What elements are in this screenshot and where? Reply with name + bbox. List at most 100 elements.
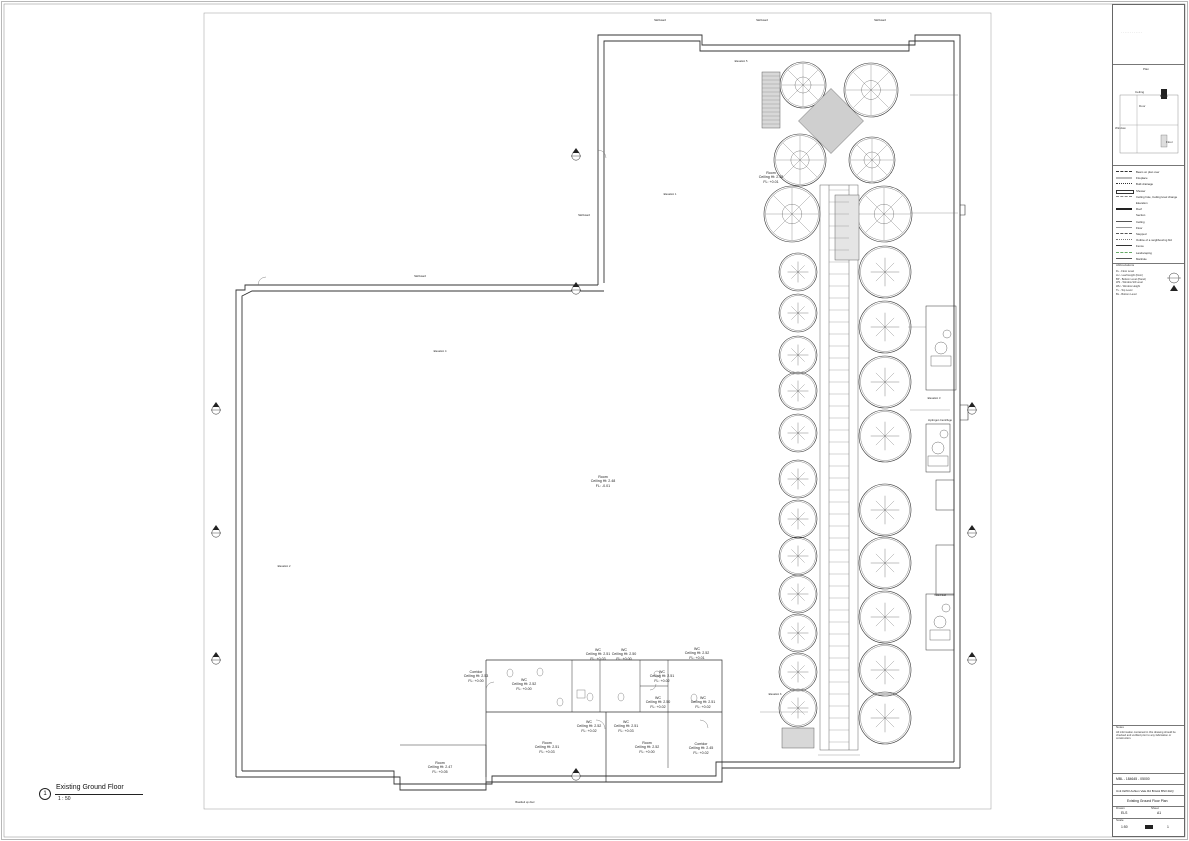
tank-icon [858, 691, 912, 745]
annotation-skirtboard-mid: Skirtboard [578, 214, 590, 217]
legend-label: Shower [1136, 188, 1146, 193]
annotation-skirtboard-west: Skirtboard [414, 275, 426, 278]
view-scale: 1 : 50 [58, 796, 71, 802]
tank-icon [858, 245, 912, 299]
door-swings [257, 149, 709, 730]
annotation-centrifuge: Hydrogen Centrifuge [928, 419, 952, 422]
abbreviations-title: Abbreviations [1116, 263, 1135, 267]
key-label-floor: Floor [1166, 140, 1173, 144]
key-label-ceiling: Ceiling [1135, 90, 1145, 94]
building-walls [235, 34, 969, 791]
view-number: 1 [39, 788, 51, 800]
room-label: WC Ceiling Ht: 2.52 FL: +0.02 [576, 720, 602, 733]
abbreviation-item: FL - Floor Level [1116, 270, 1135, 273]
room-label: Room Ceiling Ht: 2.38 FL: +0.01 [758, 171, 784, 184]
project-address: Unit 02/03 Ashton Vale Rd Bristol BS3 2H… [1116, 789, 1174, 793]
legend-item: Ceiling hole, Ceiling level change [1116, 195, 1184, 200]
legend-label: Landscaping [1136, 250, 1152, 255]
legend-swatch [1116, 195, 1132, 199]
tank-icon [763, 185, 821, 243]
annotation-tank-label: Tank Fluid [934, 594, 946, 597]
annotation-elevation-2: Elevation 2 [277, 565, 291, 568]
drawing-title: Existing Ground Floor Plan [1127, 799, 1168, 803]
legend-item: Manhole [1116, 257, 1184, 262]
room-label: Corridor Ceiling Ht: 2.45 FL: +0.02 [688, 742, 714, 755]
drawn-label: Drawn [1116, 806, 1125, 810]
room-label: WC Ceiling Ht: 2.51 FL: +0.02 [649, 670, 675, 683]
revision-swatch [1145, 825, 1153, 829]
legend-swatch [1116, 177, 1132, 180]
room-label: Room Ceiling Ht: 2.51 FL: +0.03 [534, 741, 560, 754]
tank-icon [858, 536, 912, 590]
legend-label: Elevation [1136, 201, 1148, 205]
key-plan-title: Plan [1143, 67, 1150, 71]
room-label: WC Ceiling Ht: 2.51 FL: +0.02 [690, 696, 716, 709]
elevation-marker-icon [571, 148, 581, 161]
legend-item: Elevation [1116, 201, 1184, 206]
legend-label: Fireplace [1136, 176, 1148, 181]
tank-icon [858, 355, 912, 409]
drawn-value: ELS [1121, 811, 1128, 815]
abbreviation-item: WS - Window Sill Level [1116, 281, 1143, 285]
notes-text: All information contained in this drawin… [1116, 731, 1176, 741]
room-label: Room Ceiling Ht: 2.47 FL: +0.05 [427, 761, 453, 774]
legend-label: Fence [1136, 244, 1144, 249]
legend-swatch [1116, 220, 1132, 224]
abbreviation-item: WH - Window Height [1116, 285, 1141, 289]
legend-swatch [1116, 257, 1132, 261]
project-number: MBL - 184645 - 05000 [1116, 777, 1150, 781]
legend-label: Built drainage [1136, 182, 1154, 187]
equipment-detail [927, 329, 952, 641]
annotation-boarded-door: Boarded up door [515, 801, 535, 804]
equipment-blocks [925, 305, 957, 651]
abbreviation-item: BL - Bottom Level [1116, 292, 1137, 296]
legend-label: Section [1136, 213, 1146, 218]
view-title-rule [55, 794, 143, 795]
room-label: WC Ceiling Ht: 2.52 FL: +0.01 [684, 647, 710, 660]
annotation-elevation-5: Elevation 5 [734, 60, 748, 63]
notes-title: Notes [1116, 725, 1124, 729]
tank-icon [858, 643, 912, 697]
room-label: WC Ceiling Ht: 2.51 FL: +0.03 [613, 720, 639, 733]
central-walkway [761, 71, 864, 751]
legend-item: Ceiling [1116, 220, 1184, 225]
sheet-value: A1 [1157, 811, 1162, 815]
revision-value: 1 [1167, 825, 1169, 829]
legend-label: Ceiling hole, Ceiling level change [1136, 194, 1178, 199]
walkway-rungs [762, 75, 849, 743]
legend-item: Fireplace [1116, 176, 1184, 181]
legend-item: Fence [1116, 244, 1184, 249]
tank-icon [843, 62, 899, 118]
scale-label: Scale [1116, 818, 1124, 822]
annotation-skirtboard-top-2: Skirtboard [756, 19, 768, 22]
legend-swatch [1116, 245, 1132, 248]
annotation-elevation-1: Elevation 1 [663, 193, 677, 196]
legend-label: Stepped [1136, 232, 1147, 236]
legend-swatch [1116, 171, 1132, 174]
elevation-marker-icon [211, 402, 221, 415]
section-symbol-icon [1167, 272, 1181, 291]
tank-icon [778, 652, 818, 692]
legend-swatch [1116, 202, 1132, 204]
elevation-marker-icon [967, 402, 977, 415]
room-label: WC Ceiling Ht: 2.52 FL: +0.00 [511, 678, 537, 691]
legend-label: Ceiling [1136, 219, 1145, 224]
tank-icon [778, 574, 818, 614]
tank-icon [778, 371, 818, 411]
tank-icon [858, 409, 912, 463]
legend-item: Floor [1116, 226, 1184, 231]
legend-swatch [1116, 189, 1134, 194]
legend-item: Shower [1116, 189, 1184, 194]
view-title: Existing Ground Floor [56, 784, 124, 791]
legend-item: Stepped [1116, 232, 1184, 237]
legend-swatch [1116, 251, 1132, 255]
legend-item: Built drainage [1116, 182, 1184, 187]
tank-icon [858, 590, 912, 644]
legend-swatch [1116, 208, 1132, 211]
dimension-marks [760, 94, 958, 756]
key-plan-diagram [1119, 89, 1179, 154]
legend-label: Floor [1136, 225, 1143, 230]
tank-icon [855, 185, 913, 243]
sheet-label: Sheet [1151, 806, 1159, 810]
